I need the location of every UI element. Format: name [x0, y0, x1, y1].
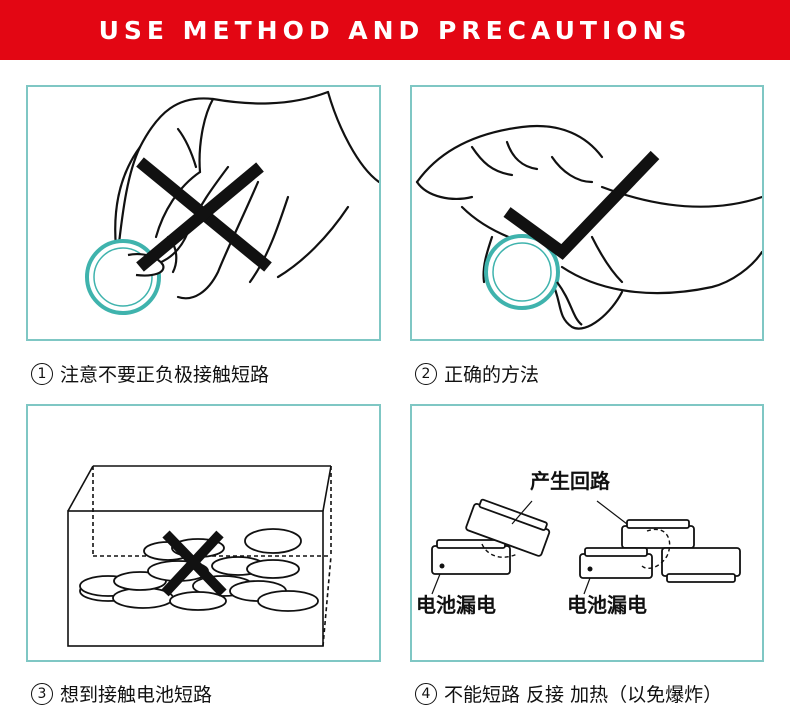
panel-3-caption: 3 想到接触电池短路: [31, 680, 212, 707]
right-circuit-path: [641, 528, 671, 569]
cross-mark: [136, 157, 272, 272]
coin-cells-pile: [79, 528, 319, 612]
panel-1-caption: 1 注意不要正负极接触短路: [31, 360, 269, 387]
right-battery-stack: [579, 519, 741, 583]
panel-3-caption-text: 想到接触电池短路: [60, 684, 213, 706]
leak-label-left: 电池漏电: [416, 593, 496, 617]
right-battery-dot: [587, 566, 593, 572]
step-number-1: 1: [31, 362, 53, 385]
wrong-grip-illustration: [85, 90, 379, 315]
leak-label-right: 电池漏电: [567, 593, 647, 617]
batteries-in-box-illustration: [67, 465, 332, 647]
panel-1-illustration: [26, 85, 381, 341]
battery-1: [85, 239, 161, 315]
panel-4-illustration: 产生回路 电池漏电 电池漏电: [410, 404, 764, 662]
battery-2: [484, 234, 560, 310]
circuit-label: 产生回路: [530, 469, 611, 493]
step-number-2: 2: [415, 362, 437, 385]
panel-2-caption: 2 正确的方法: [415, 360, 539, 387]
panel-2-illustration: [410, 85, 764, 341]
correct-grip-illustration: [415, 124, 762, 330]
step-number-3: 3: [31, 682, 53, 705]
left-battery-pair: [431, 498, 551, 575]
left-circuit-path: [481, 543, 518, 558]
left-battery-dot: [439, 563, 445, 569]
panel-4-caption-text: 不能短路 反接 加热（以免爆炸）: [444, 684, 723, 706]
short-circuit-illustration: 产生回路 电池漏电 电池漏电: [416, 469, 741, 617]
check-mark: [503, 150, 660, 260]
panel-3-illustration: [26, 404, 381, 662]
cross-mark: [161, 530, 227, 597]
panel-4-caption: 4 不能短路 反接 加热（以免爆炸）: [415, 680, 722, 707]
step-number-4: 4: [415, 682, 437, 705]
panel-2-caption-text: 正确的方法: [444, 364, 540, 386]
header-title: USE METHOD AND PRECAUTIONS: [98, 15, 692, 45]
header-banner: USE METHOD AND PRECAUTIONS: [0, 0, 790, 60]
panel-1-caption-text: 注意不要正负极接触短路: [60, 364, 270, 386]
